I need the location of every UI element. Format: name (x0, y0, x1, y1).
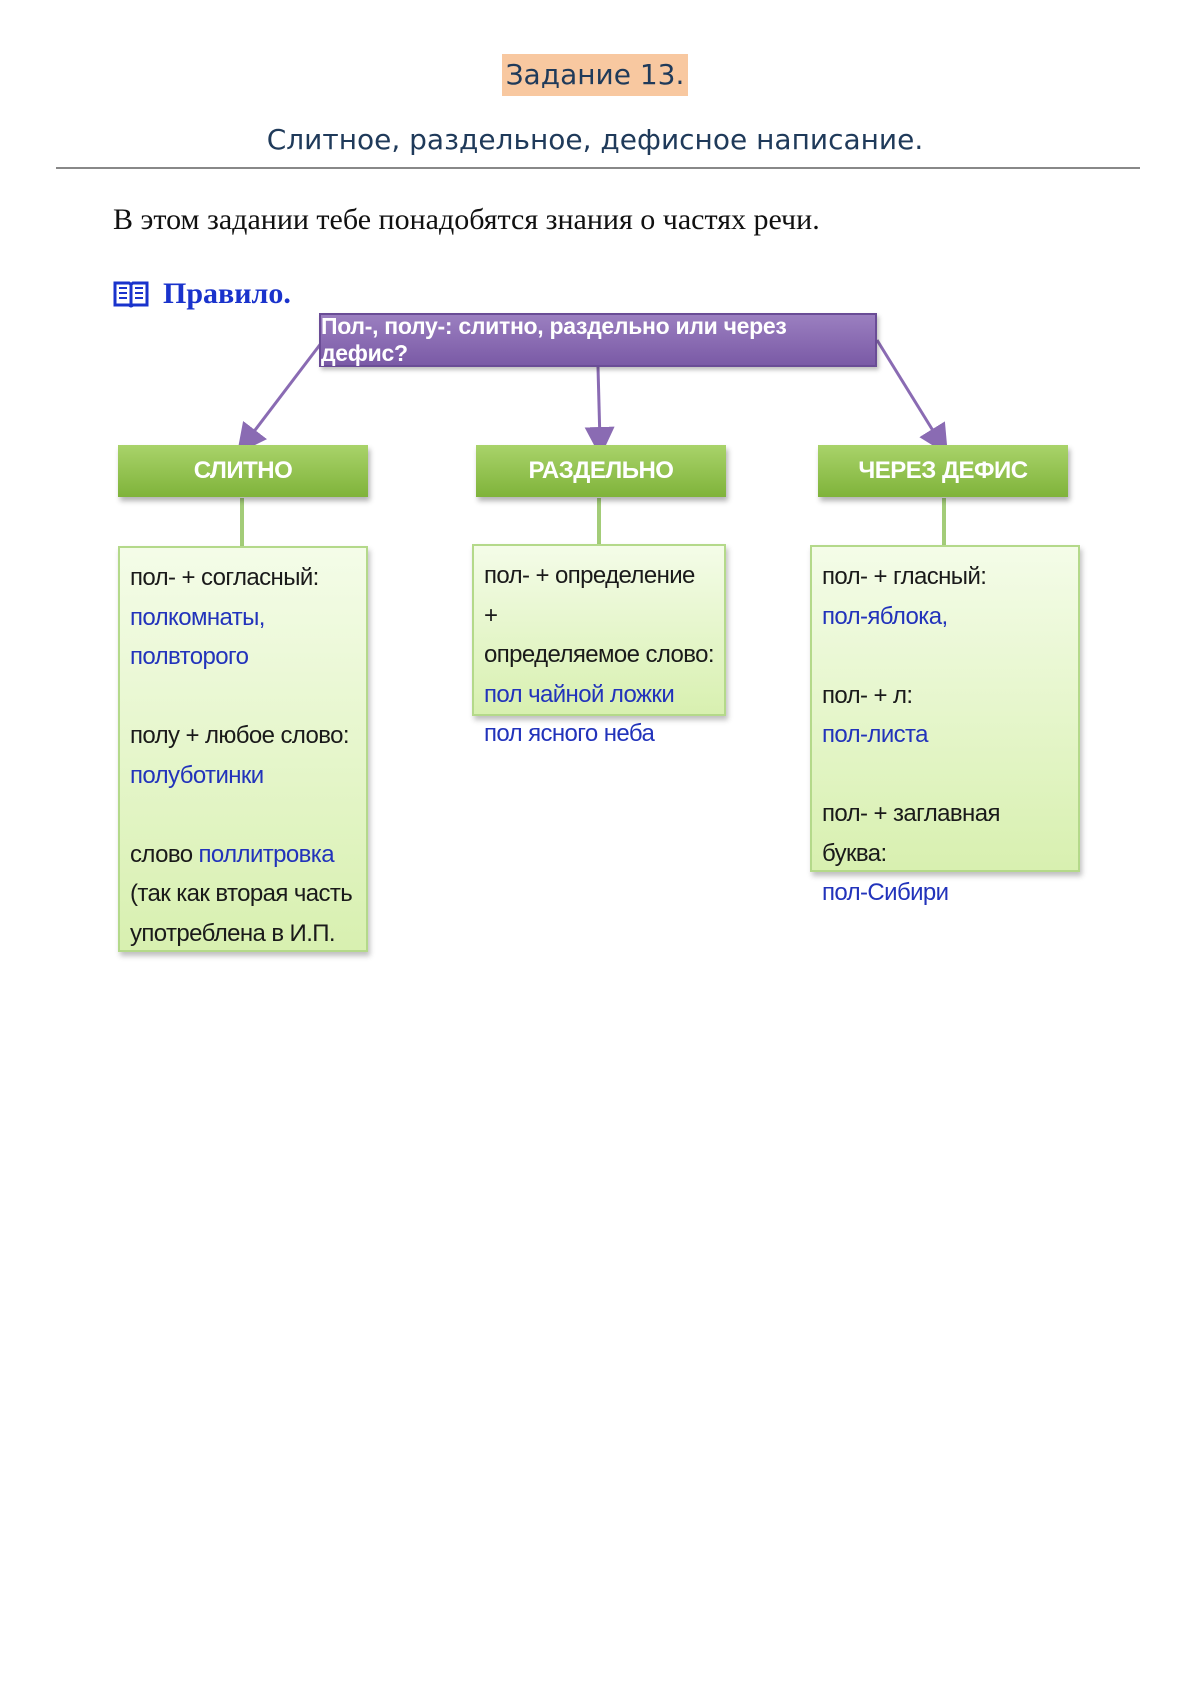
arrow-to-slitno (236, 341, 324, 454)
book-icon (113, 281, 149, 308)
card-line: полу + любое слово: (130, 722, 350, 749)
card-line: (так как вторая часть (130, 880, 353, 907)
card-line: употреблена в И.П. (130, 919, 336, 947)
category-razdelno: РАЗДЕЛЬНО (476, 445, 726, 497)
category-defis: ЧЕРЕЗ ДЕФИС (818, 445, 1068, 497)
card-line: полкомнаты, (130, 603, 265, 631)
rule-heading: Правило. (113, 274, 291, 314)
card-line: пол-листа (822, 721, 929, 748)
card-razdelno: пол- + определение + определяемое слово:… (472, 544, 726, 747)
card-line: пол- + согласный: (130, 564, 319, 591)
card-line: слово поллитровка (130, 840, 335, 868)
card-defis: пол- + гласный: пол-яблока, пол- + л: по… (810, 545, 1080, 906)
card-line: полуботинки (130, 761, 264, 789)
card-line: пол- + гласный: (822, 563, 987, 590)
card-slitno: пол- + согласный: полкомнаты, полвторого… (118, 546, 368, 952)
arrow-to-razdelno (584, 366, 615, 457)
card-line: пол- + л: (822, 681, 913, 709)
card-line: пол чайной ложки (484, 680, 675, 708)
card-line: полвторого (130, 643, 249, 670)
question-box: Пол-, полу-: слитно, раздельно или через… (319, 313, 877, 367)
category-slitno: СЛИТНО (118, 445, 368, 497)
rule-heading-label: Правило. (163, 277, 291, 310)
intro-text: В этом задании тебе понадобятся знания о… (113, 203, 820, 236)
card-line: пол-яблока, (822, 602, 948, 630)
card-line: пол-Сибири (822, 879, 949, 906)
card-line: пол- + определение + (484, 562, 695, 629)
header-divider (56, 167, 1140, 169)
card-line: определяемое слово: (484, 641, 715, 668)
arrow-to-defis (875, 339, 948, 455)
card-line: пол ясного неба (484, 720, 655, 747)
card-line: пол- + заглавная буква: (822, 800, 1000, 867)
task-title-wrap: Задание 13. (0, 54, 1190, 96)
page-subtitle: Слитное, раздельное, дефисное написание. (266, 123, 924, 156)
task-title: Задание 13. (501, 54, 689, 96)
